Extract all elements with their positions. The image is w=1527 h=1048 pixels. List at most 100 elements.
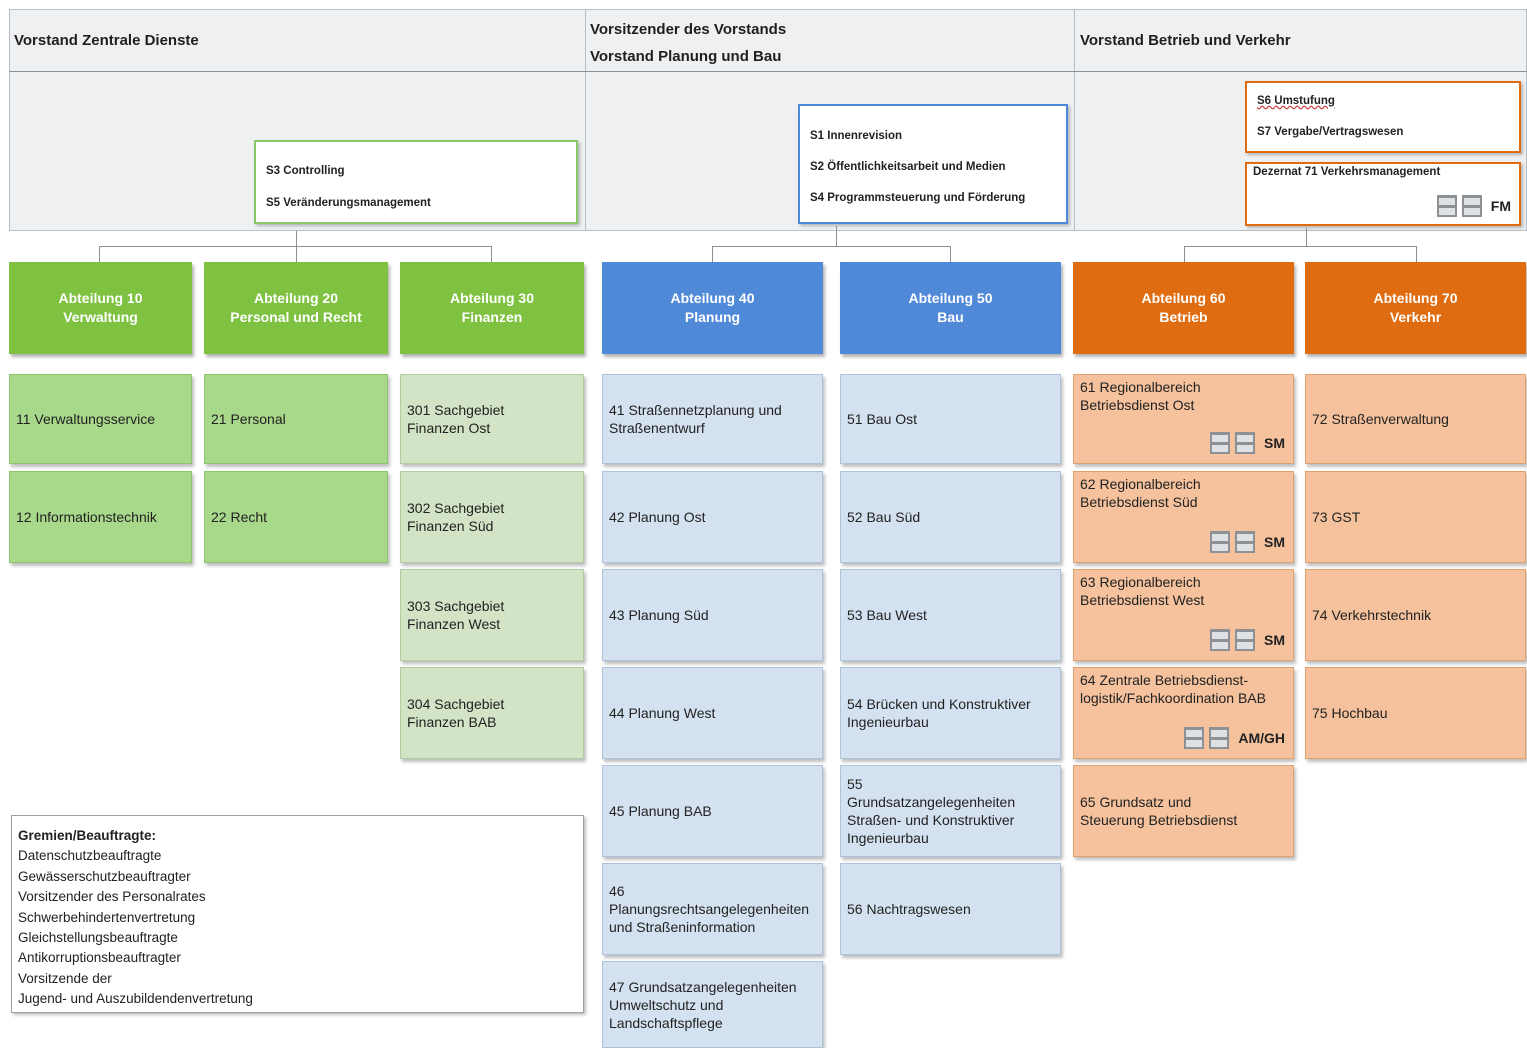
gremien-item: Antikorruptionsbeauftragter — [18, 950, 181, 966]
unit-mark-label: AM/GH — [1238, 730, 1285, 746]
department-subtitle: Personal und Recht — [230, 309, 362, 325]
department-20-header: Abteilung 20 Personal und Recht — [204, 262, 388, 354]
unit-62-mark: SM — [1210, 530, 1285, 554]
connector — [1184, 246, 1185, 262]
staff-item-s7: S7 Vergabe/Vertragswesen — [1257, 126, 1404, 138]
unit-53: 53 Bau West — [840, 569, 1061, 661]
unit-52: 52 Bau Süd — [840, 471, 1061, 563]
unit-45: 45 Planung BAB — [602, 765, 823, 857]
unit-303: 303 Sachgebiet Finanzen West — [400, 569, 584, 661]
unit-304: 304 Sachgebiet Finanzen BAB — [400, 667, 584, 759]
building-icon — [1210, 432, 1255, 454]
unit-label: 303 Sachgebiet Finanzen West — [407, 598, 505, 632]
unit-61: 61 Regionalbereich Betriebsdienst Ost SM — [1073, 374, 1294, 464]
building-icon — [1184, 727, 1230, 749]
department-title: Abteilung 20 — [253, 290, 338, 306]
department-subtitle: Verwaltung — [63, 309, 138, 325]
staff-box-right: S6 Umstufung S7 Vergabe/Vertragswesen — [1245, 81, 1521, 153]
connector — [712, 246, 713, 262]
staff-item-s2: S2 Öffentlichkeitsarbeit und Medien — [810, 161, 1006, 173]
department-title: Abteilung 50 — [908, 290, 993, 306]
gremien-item: Vorsitzender des Personalrates — [18, 889, 206, 905]
board-title-planung-bau: Vorstand Planung und Bau — [590, 48, 782, 65]
unit-54: 54 Brücken und Konstruktiver Ingenieurba… — [840, 667, 1061, 759]
gremien-item: Gleichstellungsbeauftragte — [18, 930, 178, 946]
building-icon — [1210, 531, 1255, 553]
unit-11: 11 Verwaltungsservice — [9, 374, 192, 464]
staff-item-s1: S1 Innenrevision — [810, 130, 903, 142]
department-title: Abteilung 60 — [1141, 290, 1226, 306]
unit-62: 62 Regionalbereich Betriebsdienst Süd SM — [1073, 471, 1294, 563]
unit-mark-label: SM — [1264, 534, 1285, 550]
connector — [99, 246, 100, 262]
staff-item-s4: S4 Programmsteuerung und Förderung — [810, 192, 1026, 204]
unit-72: 72 Straßenverwaltung — [1305, 374, 1526, 464]
staff-item-s5: S5 Veränderungsmanagement — [266, 197, 431, 209]
unit-label: 42 Planung Ost — [609, 509, 706, 525]
staff-box-left: S3 Controlling S5 Veränderungsmanagement — [254, 140, 578, 224]
department-70-header: Abteilung 70 Verkehr — [1305, 262, 1526, 354]
unit-label: 45 Planung BAB — [609, 803, 712, 819]
department-40-header: Abteilung 40 Planung — [602, 262, 823, 354]
department-60-header: Abteilung 60 Betrieb — [1073, 262, 1294, 354]
unit-mark-label: SM — [1264, 435, 1285, 451]
gremien-title: Gremien/Beauftragte: — [18, 828, 157, 843]
dezernat-71-label: Dezernat 71 Verkehrsmanagement — [1253, 166, 1441, 178]
connector — [296, 246, 297, 262]
connector — [1184, 246, 1417, 247]
gremien-item: Vorsitzende der — [18, 970, 112, 986]
gremien-item: Gewässerschutzbeauftragter — [18, 868, 191, 884]
department-title: Abteilung 30 — [449, 290, 534, 306]
header-divider — [9, 71, 1527, 72]
unit-label: 41 Straßennetzplanung und Straßenentwurf — [609, 402, 782, 436]
unit-label: 43 Planung Süd — [609, 607, 709, 623]
unit-label: 75 Hochbau — [1312, 705, 1388, 721]
unit-41: 41 Straßennetzplanung und Straßenentwurf — [602, 374, 823, 464]
unit-label: 304 Sachgebiet Finanzen BAB — [407, 696, 505, 730]
unit-label: 11 Verwaltungsservice — [16, 411, 156, 427]
unit-label: 52 Bau Süd — [847, 509, 921, 525]
board-title-zentrale-dienste: Vorstand Zentrale Dienste — [14, 32, 199, 49]
department-50-header: Abteilung 50 Bau — [840, 262, 1061, 354]
board-title-vorsitzender: Vorsitzender des Vorstands — [590, 21, 787, 38]
unit-12: 12 Informationstechnik — [9, 471, 192, 563]
staff-box-middle: S1 Innenrevision S2 Öffentlichkeitsarbei… — [798, 104, 1068, 224]
unit-302: 302 Sachgebiet Finanzen Süd — [400, 471, 584, 563]
gremien-item: Schwerbehindertenvertretung — [18, 909, 196, 925]
unit-label: 64 Zentrale Betriebsdienst-logistik/Fach… — [1080, 672, 1266, 706]
unit-55: 55 Grundsatzangelegenheiten Straßen- und… — [840, 765, 1061, 857]
connector — [950, 246, 951, 262]
gremien-box: Gremien/Beauftragte: Datenschutzbeauftra… — [11, 815, 584, 1013]
department-10-header: Abteilung 10 Verwaltung — [9, 262, 192, 354]
connector — [491, 246, 492, 262]
connector — [296, 231, 297, 246]
unit-73: 73 GST — [1305, 471, 1526, 563]
gremien-item: Jugend- und Auszubildendenvertretung — [18, 991, 253, 1007]
unit-label: 54 Brücken und Konstruktiver Ingenieurba… — [847, 696, 1031, 730]
unit-63-mark: SM — [1210, 628, 1285, 652]
unit-label: 56 Nachtragswesen — [847, 901, 971, 917]
unit-label: 47 Grundsatzangelegenheiten Umweltschutz… — [609, 978, 797, 1031]
unit-61-mark: SM — [1210, 431, 1285, 455]
connector — [1306, 228, 1307, 246]
unit-74: 74 Verkehrstechnik — [1305, 569, 1526, 661]
unit-label: 51 Bau Ost — [847, 411, 918, 427]
unit-301: 301 Sachgebiet Finanzen Ost — [400, 374, 584, 464]
unit-44: 44 Planung West — [602, 667, 823, 759]
unit-label: 73 GST — [1312, 509, 1361, 525]
department-30-header: Abteilung 30 Finanzen — [400, 262, 584, 354]
department-subtitle: Finanzen — [461, 309, 523, 325]
connector — [712, 246, 951, 247]
building-icon — [1210, 629, 1255, 651]
unit-22: 22 Recht — [204, 471, 388, 563]
unit-label: 65 Grundsatz und Steuerung Betriebsdiens… — [1080, 794, 1238, 828]
unit-label: 301 Sachgebiet Finanzen Ost — [407, 402, 505, 436]
unit-label: 21 Personal — [211, 411, 286, 427]
department-title: Abteilung 10 — [58, 290, 143, 306]
unit-label: 55 Grundsatzangelegenheiten Straßen- und… — [847, 776, 1016, 846]
unit-75: 75 Hochbau — [1305, 667, 1526, 759]
unit-label: 12 Informationstechnik — [16, 509, 157, 525]
unit-64: 64 Zentrale Betriebsdienst-logistik/Fach… — [1073, 667, 1294, 759]
department-subtitle: Betrieb — [1159, 309, 1208, 325]
unit-label: 61 Regionalbereich Betriebsdienst Ost — [1080, 379, 1201, 413]
